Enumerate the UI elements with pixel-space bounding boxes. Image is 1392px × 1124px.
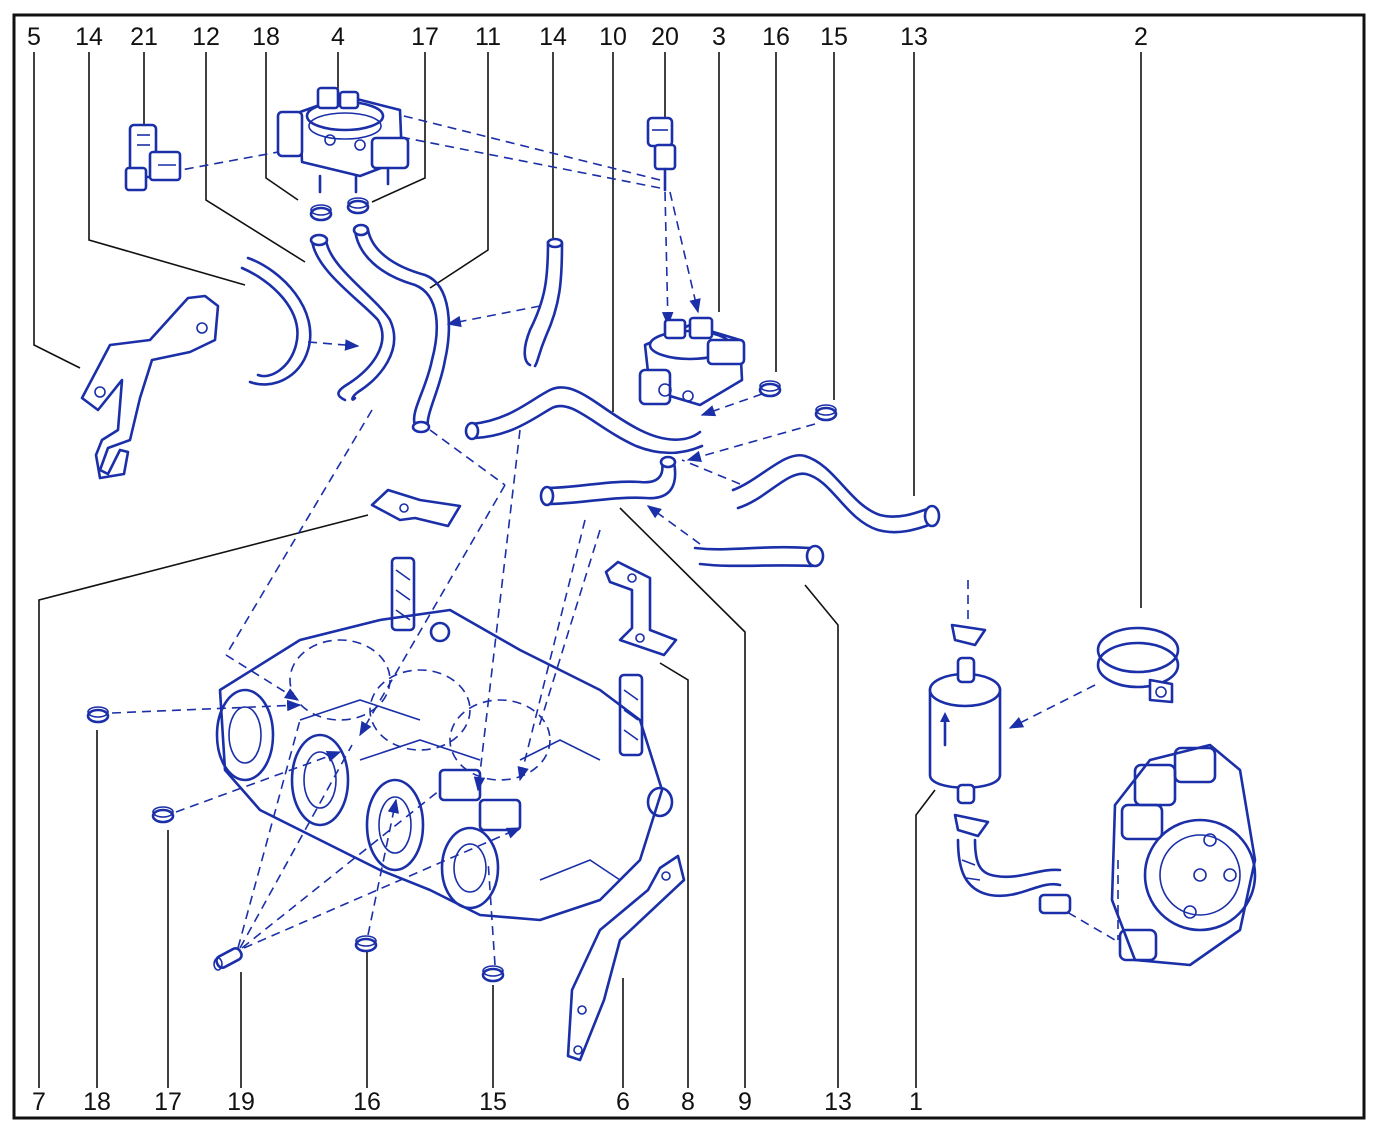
bracket-part-5	[80, 294, 220, 480]
callout-bottom-19: 19	[227, 1088, 255, 1116]
leader-17	[371, 52, 426, 203]
leader-5	[33, 52, 81, 369]
leader-9	[619, 507, 746, 1088]
callout-bottom-6: 6	[616, 1088, 630, 1116]
top-callouts: 5 14 21 12 18 4 17 11 14 10 20 3 16 15 1…	[27, 23, 1148, 51]
hose-part-11	[352, 223, 451, 434]
dash-19-to-engine-a	[237, 719, 301, 949]
nozzle-part-19	[213, 947, 243, 971]
callout-top-13: 13	[900, 23, 928, 51]
o-ring-part-17-top	[346, 197, 370, 215]
callout-top-12: 12	[192, 23, 220, 51]
hose-part-13-lower	[693, 544, 825, 568]
callout-top-21: 21	[130, 23, 158, 51]
leader-14a	[88, 52, 246, 286]
dash-20-to-4a	[358, 102, 661, 181]
dash-20-to-3a	[661, 191, 674, 327]
callout-top-3: 3	[712, 23, 726, 51]
dash-hose-to-reducer	[1054, 904, 1116, 941]
o-ring-part-18-bottom	[86, 706, 110, 724]
callout-top-10: 10	[599, 23, 627, 51]
callout-bottom-18: 18	[83, 1088, 111, 1116]
dash-14b-to-11	[446, 305, 541, 328]
callout-top-17: 17	[411, 23, 439, 51]
callout-top-2: 2	[1134, 23, 1148, 51]
injector-rail-part-3	[638, 316, 746, 407]
clamp-part-2	[1096, 626, 1180, 704]
dash-19-to-engine-b	[239, 744, 353, 949]
leader-1	[915, 789, 936, 1088]
dash-13b-to-9	[646, 505, 701, 545]
injector-rail-part-4	[276, 86, 410, 194]
hose-part-14-left	[240, 256, 312, 386]
o-ring-part-18-top	[309, 204, 333, 222]
gas-filter-part-1	[928, 623, 1002, 838]
dash-11-to-engine	[429, 429, 506, 486]
intake-manifold	[215, 556, 674, 922]
dash-15-bottom	[487, 859, 496, 966]
leader-11	[429, 52, 489, 289]
o-ring-part-15-bottom	[481, 965, 505, 983]
hose-part-9	[539, 455, 677, 507]
callout-bottom-1: 1	[909, 1088, 923, 1116]
dash-16-bottom	[367, 798, 400, 936]
dash-16-to-3	[700, 393, 763, 417]
callout-top-14a: 14	[75, 23, 103, 51]
callout-top-5: 5	[27, 23, 41, 51]
callout-bottom-8: 8	[681, 1088, 695, 1116]
callout-bottom-17: 17	[154, 1088, 182, 1116]
o-ring-part-16-bottom	[354, 935, 378, 953]
leader-13b	[804, 584, 839, 1088]
dash-14a-to-12	[307, 339, 360, 351]
dash-19-to-engine-d	[243, 827, 522, 949]
hose-part-14-right	[523, 237, 564, 368]
bracket-part-6	[566, 854, 686, 1062]
leader-lines	[33, 52, 1142, 1088]
sensor-part-20	[646, 116, 677, 192]
o-ring-part-15-top	[814, 404, 838, 422]
leader-12	[205, 52, 306, 263]
callout-top-18: 18	[252, 23, 280, 51]
diagram-frame	[12, 13, 1366, 1120]
callout-top-20: 20	[651, 23, 679, 51]
hose-part-10	[464, 386, 704, 455]
dash-17-to-engine	[175, 751, 342, 813]
bracket-part-8	[604, 560, 678, 657]
gas-hose-filter-to-reducer	[956, 838, 1072, 915]
dash-10b-to-engine	[359, 484, 506, 737]
hose-part-12	[309, 233, 396, 402]
sensor-part-21	[124, 123, 182, 192]
callout-bottom-7: 7	[32, 1088, 46, 1116]
dash-9b-to-engine	[537, 529, 601, 731]
callout-bottom-16: 16	[353, 1088, 381, 1116]
leader-7	[38, 514, 369, 1088]
dash-clamp-to-filter	[1008, 684, 1096, 729]
hose-part-13-upper	[731, 453, 941, 534]
dash-10-to-engine	[473, 429, 521, 792]
dash-19-to-engine-c	[241, 789, 441, 949]
leader-8	[659, 662, 689, 1088]
dash-20-to-3b	[669, 191, 701, 314]
dash-9-to-engine	[517, 519, 586, 782]
callout-top-4: 4	[331, 23, 345, 51]
callout-top-15: 15	[820, 23, 848, 51]
callout-bottom-9: 9	[738, 1088, 752, 1116]
callout-bottom-13: 13	[824, 1088, 852, 1116]
dash-13-to-junction	[681, 459, 741, 485]
gas-reducer	[1110, 743, 1257, 967]
bracket-part-7	[370, 488, 462, 528]
dash-18-to-engine	[111, 699, 302, 714]
o-ring-part-16-top	[758, 380, 782, 398]
dash-15-to-10	[686, 423, 816, 463]
leader-18	[265, 52, 299, 201]
o-ring-part-17-bottom	[151, 806, 175, 824]
callout-bottom-15: 15	[479, 1088, 507, 1116]
dash-12-to-engine	[225, 409, 373, 656]
callout-top-14b: 14	[539, 23, 567, 51]
callout-top-11: 11	[475, 23, 501, 51]
callout-top-16: 16	[762, 23, 790, 51]
bottom-callouts: 7 18 17 19 16 15 6 8 9 13 1	[32, 1088, 923, 1116]
